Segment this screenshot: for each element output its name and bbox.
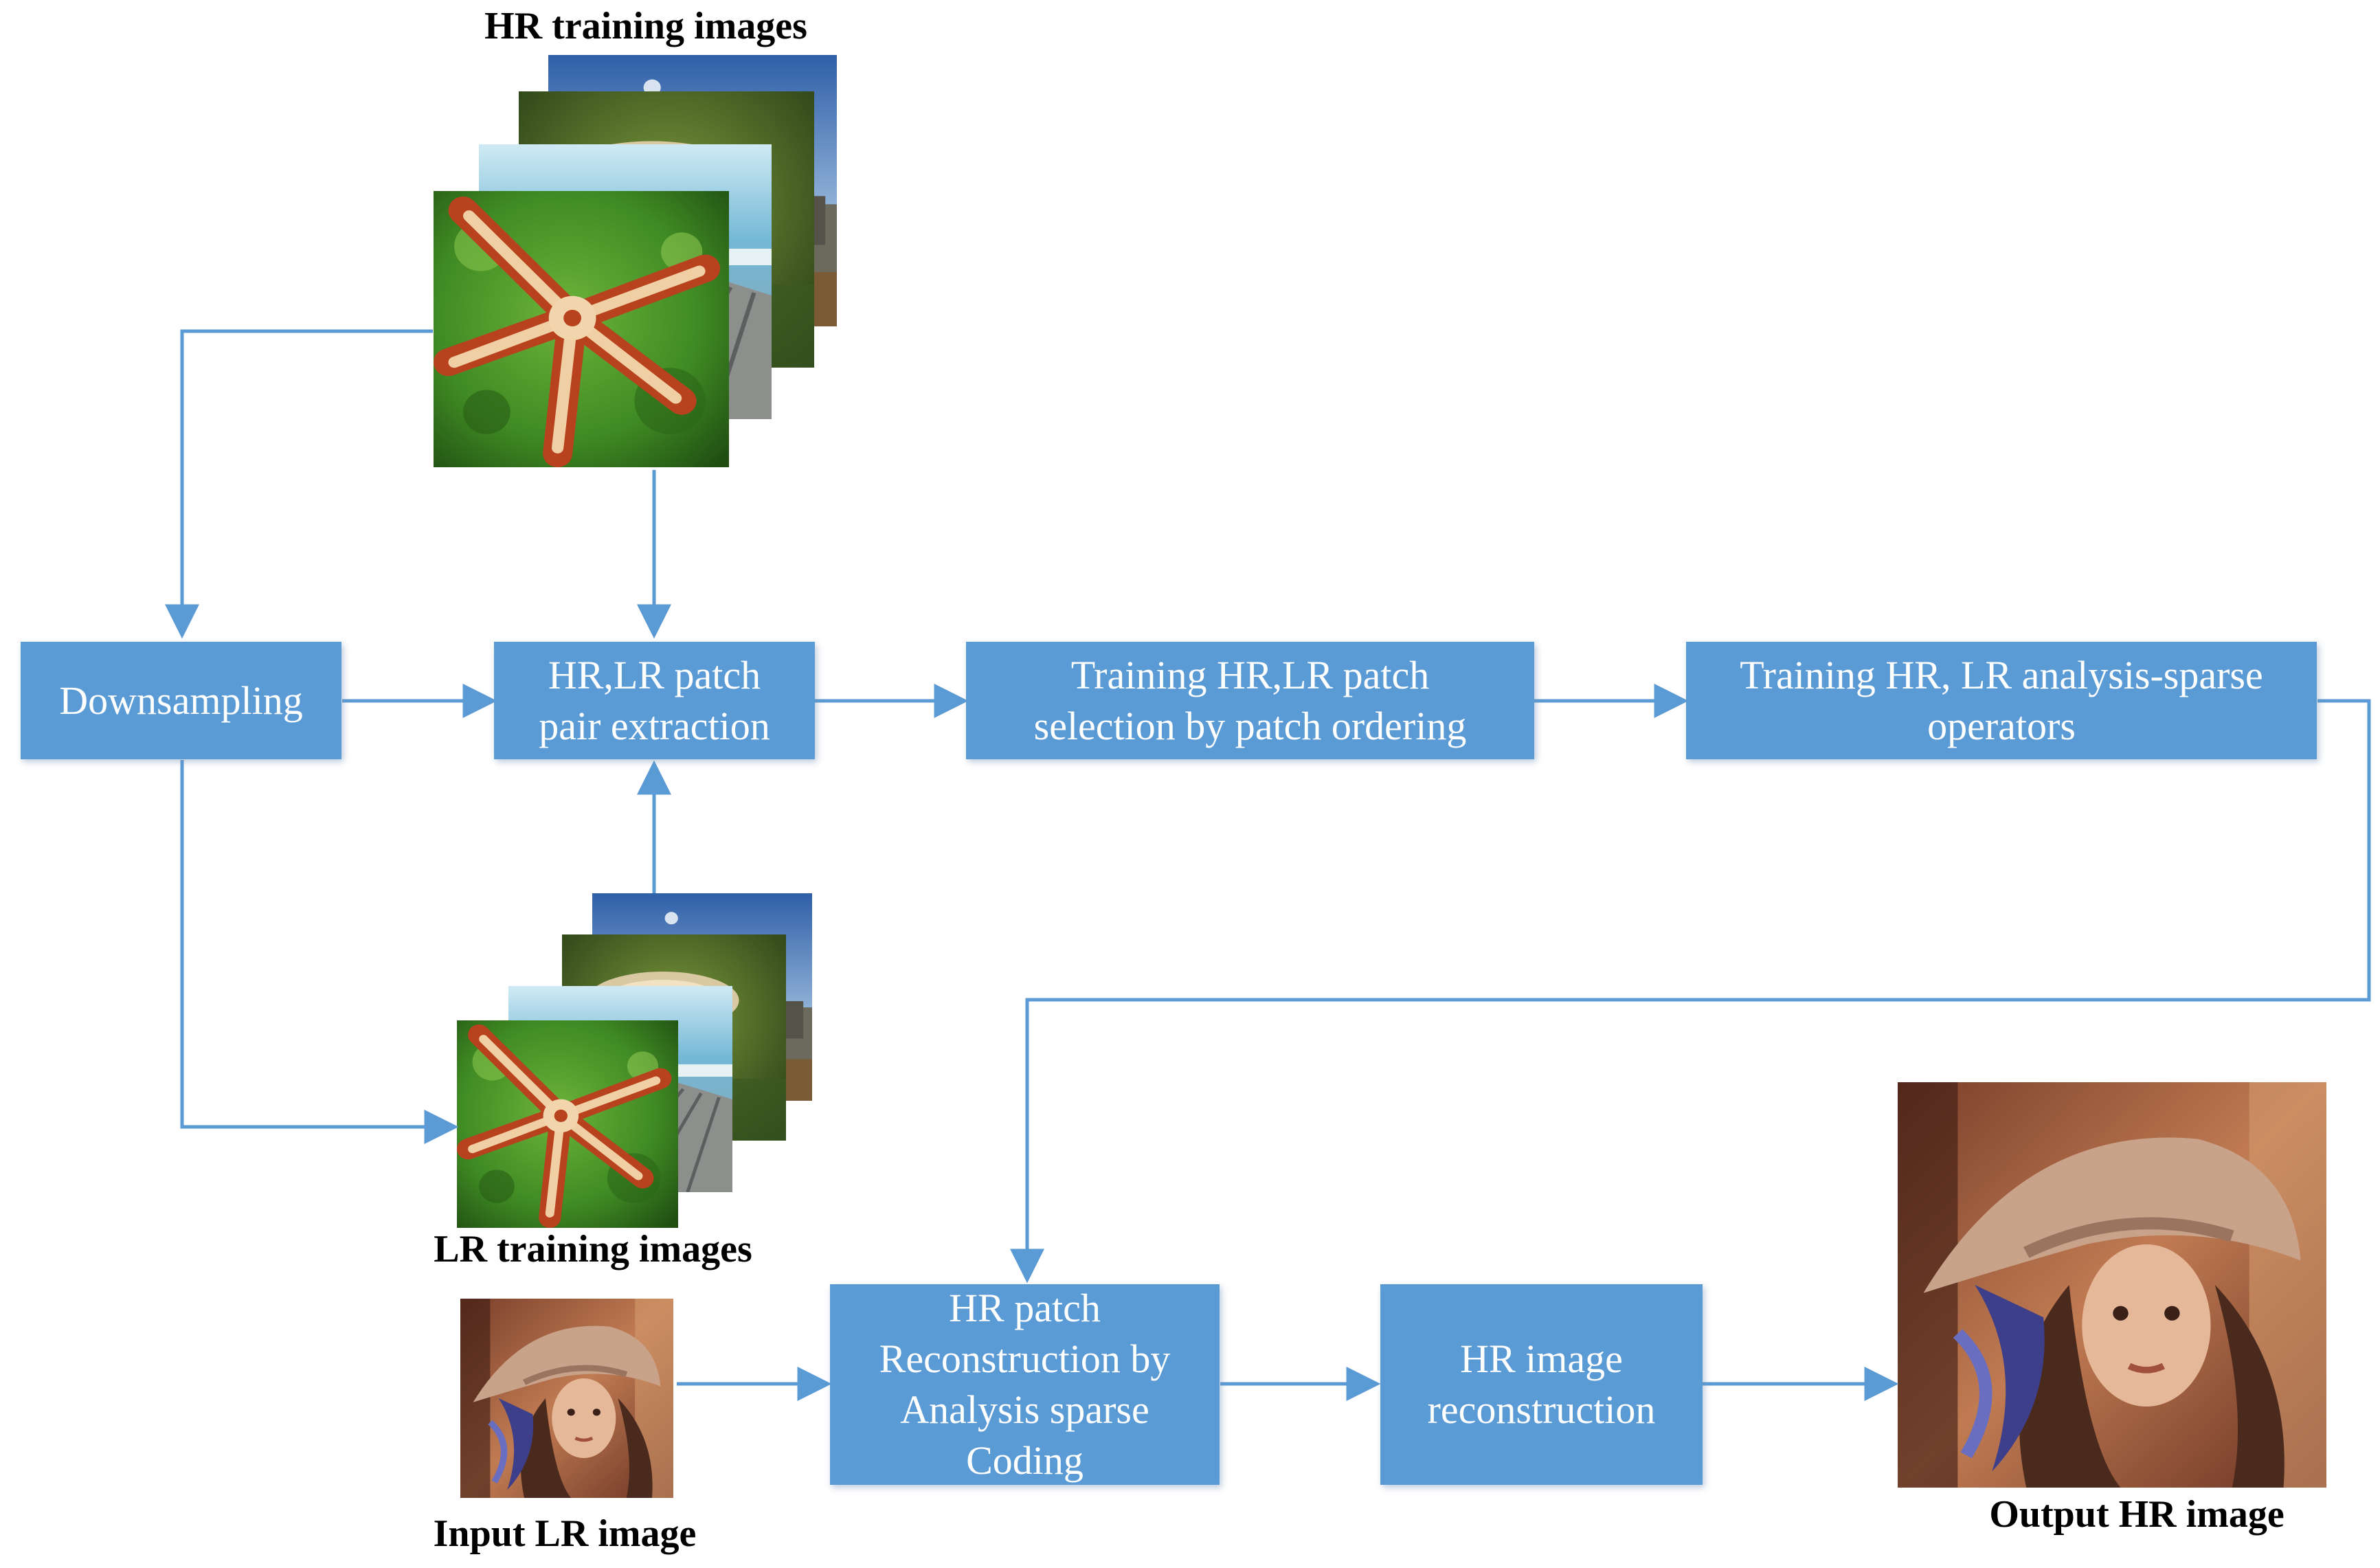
output-hr-image-label: Output HR image [1989, 1493, 2284, 1536]
analysis-operators-line-2: operators [1927, 703, 2076, 748]
downsampling-box: Downsampling [21, 642, 341, 759]
input-lr-image-label: Input LR image [433, 1512, 697, 1555]
arrow-operators-to-reconstruction [1010, 699, 2371, 1284]
lr-training-images-label: LR training images [434, 1228, 752, 1270]
lr-training-image-1 [457, 1020, 678, 1228]
analysis-operators-box: Training HR, LR analysis-sparse operator… [1686, 642, 2317, 759]
arrow-downsampling-to-lr-images [180, 760, 459, 1144]
analysis-operators-line-1: Training HR, LR analysis-sparse [1740, 652, 2263, 697]
patch-selection-line-1: Training HR,LR patch [1070, 652, 1430, 697]
hr-image-reconstruction-line-1: HR image [1460, 1336, 1623, 1381]
hr-training-images-label: HR training images [484, 5, 807, 47]
patch-pair-extraction-line-1: HR,LR patch [548, 652, 761, 697]
hr-patch-reconstruction-line-3: Analysis sparse [900, 1387, 1149, 1432]
patch-selection-box: Training HR,LR patch selection by patch … [966, 642, 1534, 759]
hr-image-reconstruction-line-2: reconstruction [1427, 1387, 1656, 1432]
hr-patch-reconstruction-line-2: Reconstruction by [879, 1336, 1171, 1381]
downsampling-line-1: Downsampling [59, 677, 303, 723]
patch-selection-line-2: selection by patch ordering [1033, 703, 1467, 748]
hr-patch-reconstruction-line-1: HR patch [949, 1286, 1101, 1330]
hr-patch-reconstruction-box: HR patch Reconstruction by Analysis spar… [830, 1284, 1220, 1485]
hr-training-image-1 [434, 191, 729, 467]
input-lr-image [460, 1299, 673, 1498]
hr-patch-reconstruction-line-4: Coding [966, 1438, 1084, 1483]
patch-pair-extraction-box: HR,LR patch pair extraction [494, 642, 815, 759]
hr-image-reconstruction-box: HR image reconstruction [1380, 1284, 1703, 1485]
arrow-hr-to-downsampling [165, 329, 433, 639]
output-hr-image [1898, 1082, 2326, 1488]
patch-pair-extraction-line-2: pair extraction [539, 703, 770, 748]
